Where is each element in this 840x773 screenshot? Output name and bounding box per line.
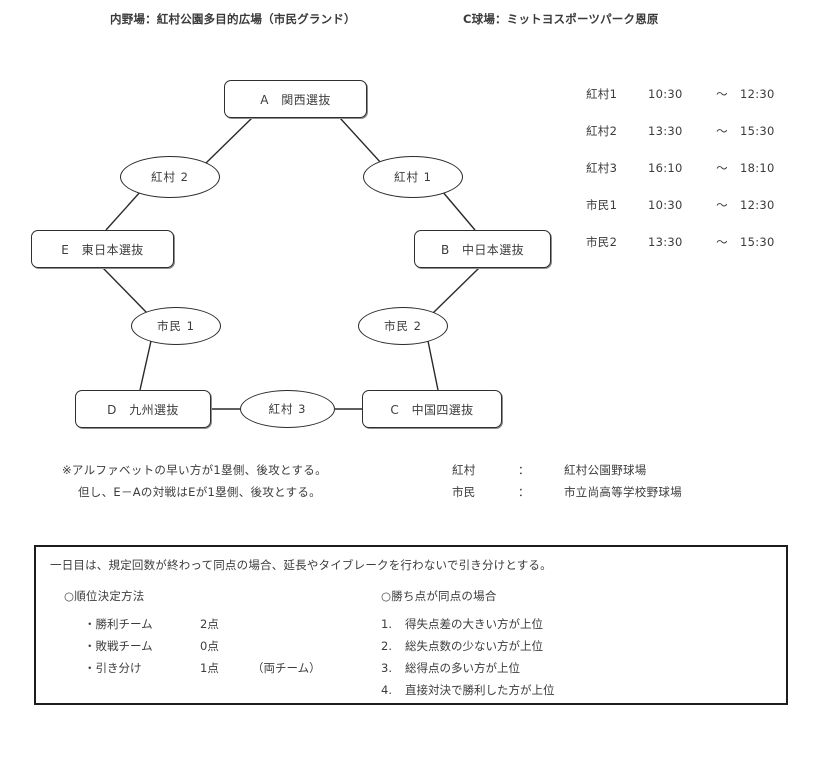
schedule-row: 紅村1 10:30 ～ 12:30 xyxy=(586,86,836,123)
venue-legend-row: 紅村 ： 紅村公園野球場 xyxy=(452,459,682,481)
venue-legend-colon: ： xyxy=(518,463,530,477)
tiebreaker-number: 2. xyxy=(381,639,392,653)
schedule-venue: 紅村2 xyxy=(586,124,618,138)
schedule-venue: 市民1 xyxy=(586,198,618,212)
venue-legend-value: 市立尚高等学校野球場 xyxy=(564,485,682,499)
schedule-row: 市民1 10:30 ～ 12:30 xyxy=(586,197,836,234)
team-node-b[interactable]: B 中日本選抜 xyxy=(414,230,551,268)
tiebreaker-text: 総得点の多い方が上位 xyxy=(405,661,520,675)
schedule-range-separator: ～ xyxy=(716,198,728,212)
schedule-end-time: 15:30 xyxy=(740,124,775,138)
match-node-shimin-2[interactable]: 市民 2 xyxy=(358,307,448,345)
points-table: ・勝利チーム 2点 ・敗戦チーム 0点 ・引き分け 1点 （両チーム） xyxy=(84,613,321,679)
header: 内野場：紅村公園多目的広場（市民グランド） C球場：ミットヨスポーツパーク恩原 xyxy=(0,9,840,31)
bracket-note-line-1: ※アルファベットの早い方が1塁側、後攻とする。 xyxy=(62,463,327,477)
match-node-koumura-1[interactable]: 紅村 1 xyxy=(363,156,463,198)
team-node-a[interactable]: A 関西選抜 xyxy=(224,80,367,118)
rules-tiebreaker-title: ○勝ち点が同点の場合 xyxy=(381,589,497,603)
venue-legend-row: 市民 ： 市立尚高等学校野球場 xyxy=(452,481,682,503)
schedule-start-time: 10:30 xyxy=(648,87,683,101)
points-value: 1点 xyxy=(200,661,219,675)
schedule-venue: 市民2 xyxy=(586,235,618,249)
schedule-range-separator: ～ xyxy=(716,161,728,175)
points-row: ・引き分け 1点 （両チーム） xyxy=(84,657,321,679)
schedule-end-time: 12:30 xyxy=(740,87,775,101)
match-node-shimin-1[interactable]: 市民 1 xyxy=(131,307,221,345)
points-row: ・敗戦チーム 0点 xyxy=(84,635,321,657)
schedule-row: 紅村3 16:10 ～ 18:10 xyxy=(586,160,836,197)
schedule-start-time: 10:30 xyxy=(648,198,683,212)
schedule-end-time: 12:30 xyxy=(740,198,775,212)
bracket-connector-lines xyxy=(102,117,480,410)
header-ground-c: C球場：ミットヨスポーツパーク恩原 xyxy=(463,12,659,26)
schedule-start-time: 13:30 xyxy=(648,124,683,138)
team-node-d[interactable]: D 九州選抜 xyxy=(75,390,211,428)
schedule-range-separator: ～ xyxy=(716,235,728,249)
rules-box: 一日目は、規定回数が終わって同点の場合、延長やタイブレークを行わないで引き分けと… xyxy=(34,545,788,705)
tiebreaker-row: 3. 総得点の多い方が上位 xyxy=(381,657,555,679)
tiebreaker-row: 4. 直接対決で勝利した方が上位 xyxy=(381,679,555,701)
points-row: ・勝利チーム 2点 xyxy=(84,613,321,635)
tournament-bracket: A 関西選抜 E 東日本選抜 B 中日本選抜 D 九州選抜 C 中国四選抜 紅村… xyxy=(0,60,580,450)
schedule-start-time: 16:10 xyxy=(648,161,683,175)
header-ground-a: 内野場：紅村公園多目的広場（市民グランド） xyxy=(110,12,356,26)
points-value: 2点 xyxy=(200,617,219,631)
schedule-list: 紅村1 10:30 ～ 12:30 紅村2 13:30 ～ 15:30 紅村3 … xyxy=(586,86,836,271)
tiebreaker-number: 3. xyxy=(381,661,392,675)
tiebreaker-row: 2. 総失点数の少ない方が上位 xyxy=(381,635,555,657)
rules-headline: 一日目は、規定回数が終わって同点の場合、延長やタイブレークを行わないで引き分けと… xyxy=(50,558,552,572)
schedule-venue: 紅村1 xyxy=(586,87,618,101)
tiebreaker-text: 総失点数の少ない方が上位 xyxy=(405,639,543,653)
points-label: ・敗戦チーム xyxy=(84,639,153,653)
points-label: ・引き分け xyxy=(84,661,142,675)
schedule-end-time: 15:30 xyxy=(740,235,775,249)
schedule-range-separator: ～ xyxy=(716,124,728,138)
tiebreaker-number: 1. xyxy=(381,617,392,631)
team-node-e[interactable]: E 東日本選抜 xyxy=(31,230,174,268)
rules-ranking-method-title: ○順位決定方法 xyxy=(64,589,145,603)
tiebreaker-text: 得失点差の大きい方が上位 xyxy=(405,617,543,631)
venue-legend-key: 紅村 xyxy=(452,463,476,477)
schedule-row: 市民2 13:30 ～ 15:30 xyxy=(586,234,836,271)
bracket-note-line-2: 但し、E－Aの対戦はEが1塁側、後攻とする。 xyxy=(78,485,321,499)
tiebreaker-text: 直接対決で勝利した方が上位 xyxy=(405,683,555,697)
schedule-end-time: 18:10 xyxy=(740,161,775,175)
schedule-start-time: 13:30 xyxy=(648,235,683,249)
schedule-row: 紅村2 13:30 ～ 15:30 xyxy=(586,123,836,160)
venue-legend-colon: ： xyxy=(518,485,530,499)
schedule-venue: 紅村3 xyxy=(586,161,618,175)
venue-legend-value: 紅村公園野球場 xyxy=(564,463,647,477)
venue-legend: 紅村 ： 紅村公園野球場 市民 ： 市立尚高等学校野球場 xyxy=(452,459,682,503)
bracket-notes: ※アルファベットの早い方が1塁側、後攻とする。 但し、E－Aの対戦はEが1塁側、… xyxy=(62,459,327,503)
tiebreaker-list: 1. 得失点差の大きい方が上位 2. 総失点数の少ない方が上位 3. 総得点の多… xyxy=(381,613,555,701)
points-value: 0点 xyxy=(200,639,219,653)
match-node-koumura-3[interactable]: 紅村 3 xyxy=(240,390,335,428)
tiebreaker-number: 4. xyxy=(381,683,392,697)
points-note: （両チーム） xyxy=(252,661,321,675)
team-node-c[interactable]: C 中国四選抜 xyxy=(362,390,502,428)
points-label: ・勝利チーム xyxy=(84,617,153,631)
venue-legend-key: 市民 xyxy=(452,485,476,499)
tiebreaker-row: 1. 得失点差の大きい方が上位 xyxy=(381,613,555,635)
match-node-koumura-2[interactable]: 紅村 2 xyxy=(120,156,220,198)
schedule-range-separator: ～ xyxy=(716,87,728,101)
